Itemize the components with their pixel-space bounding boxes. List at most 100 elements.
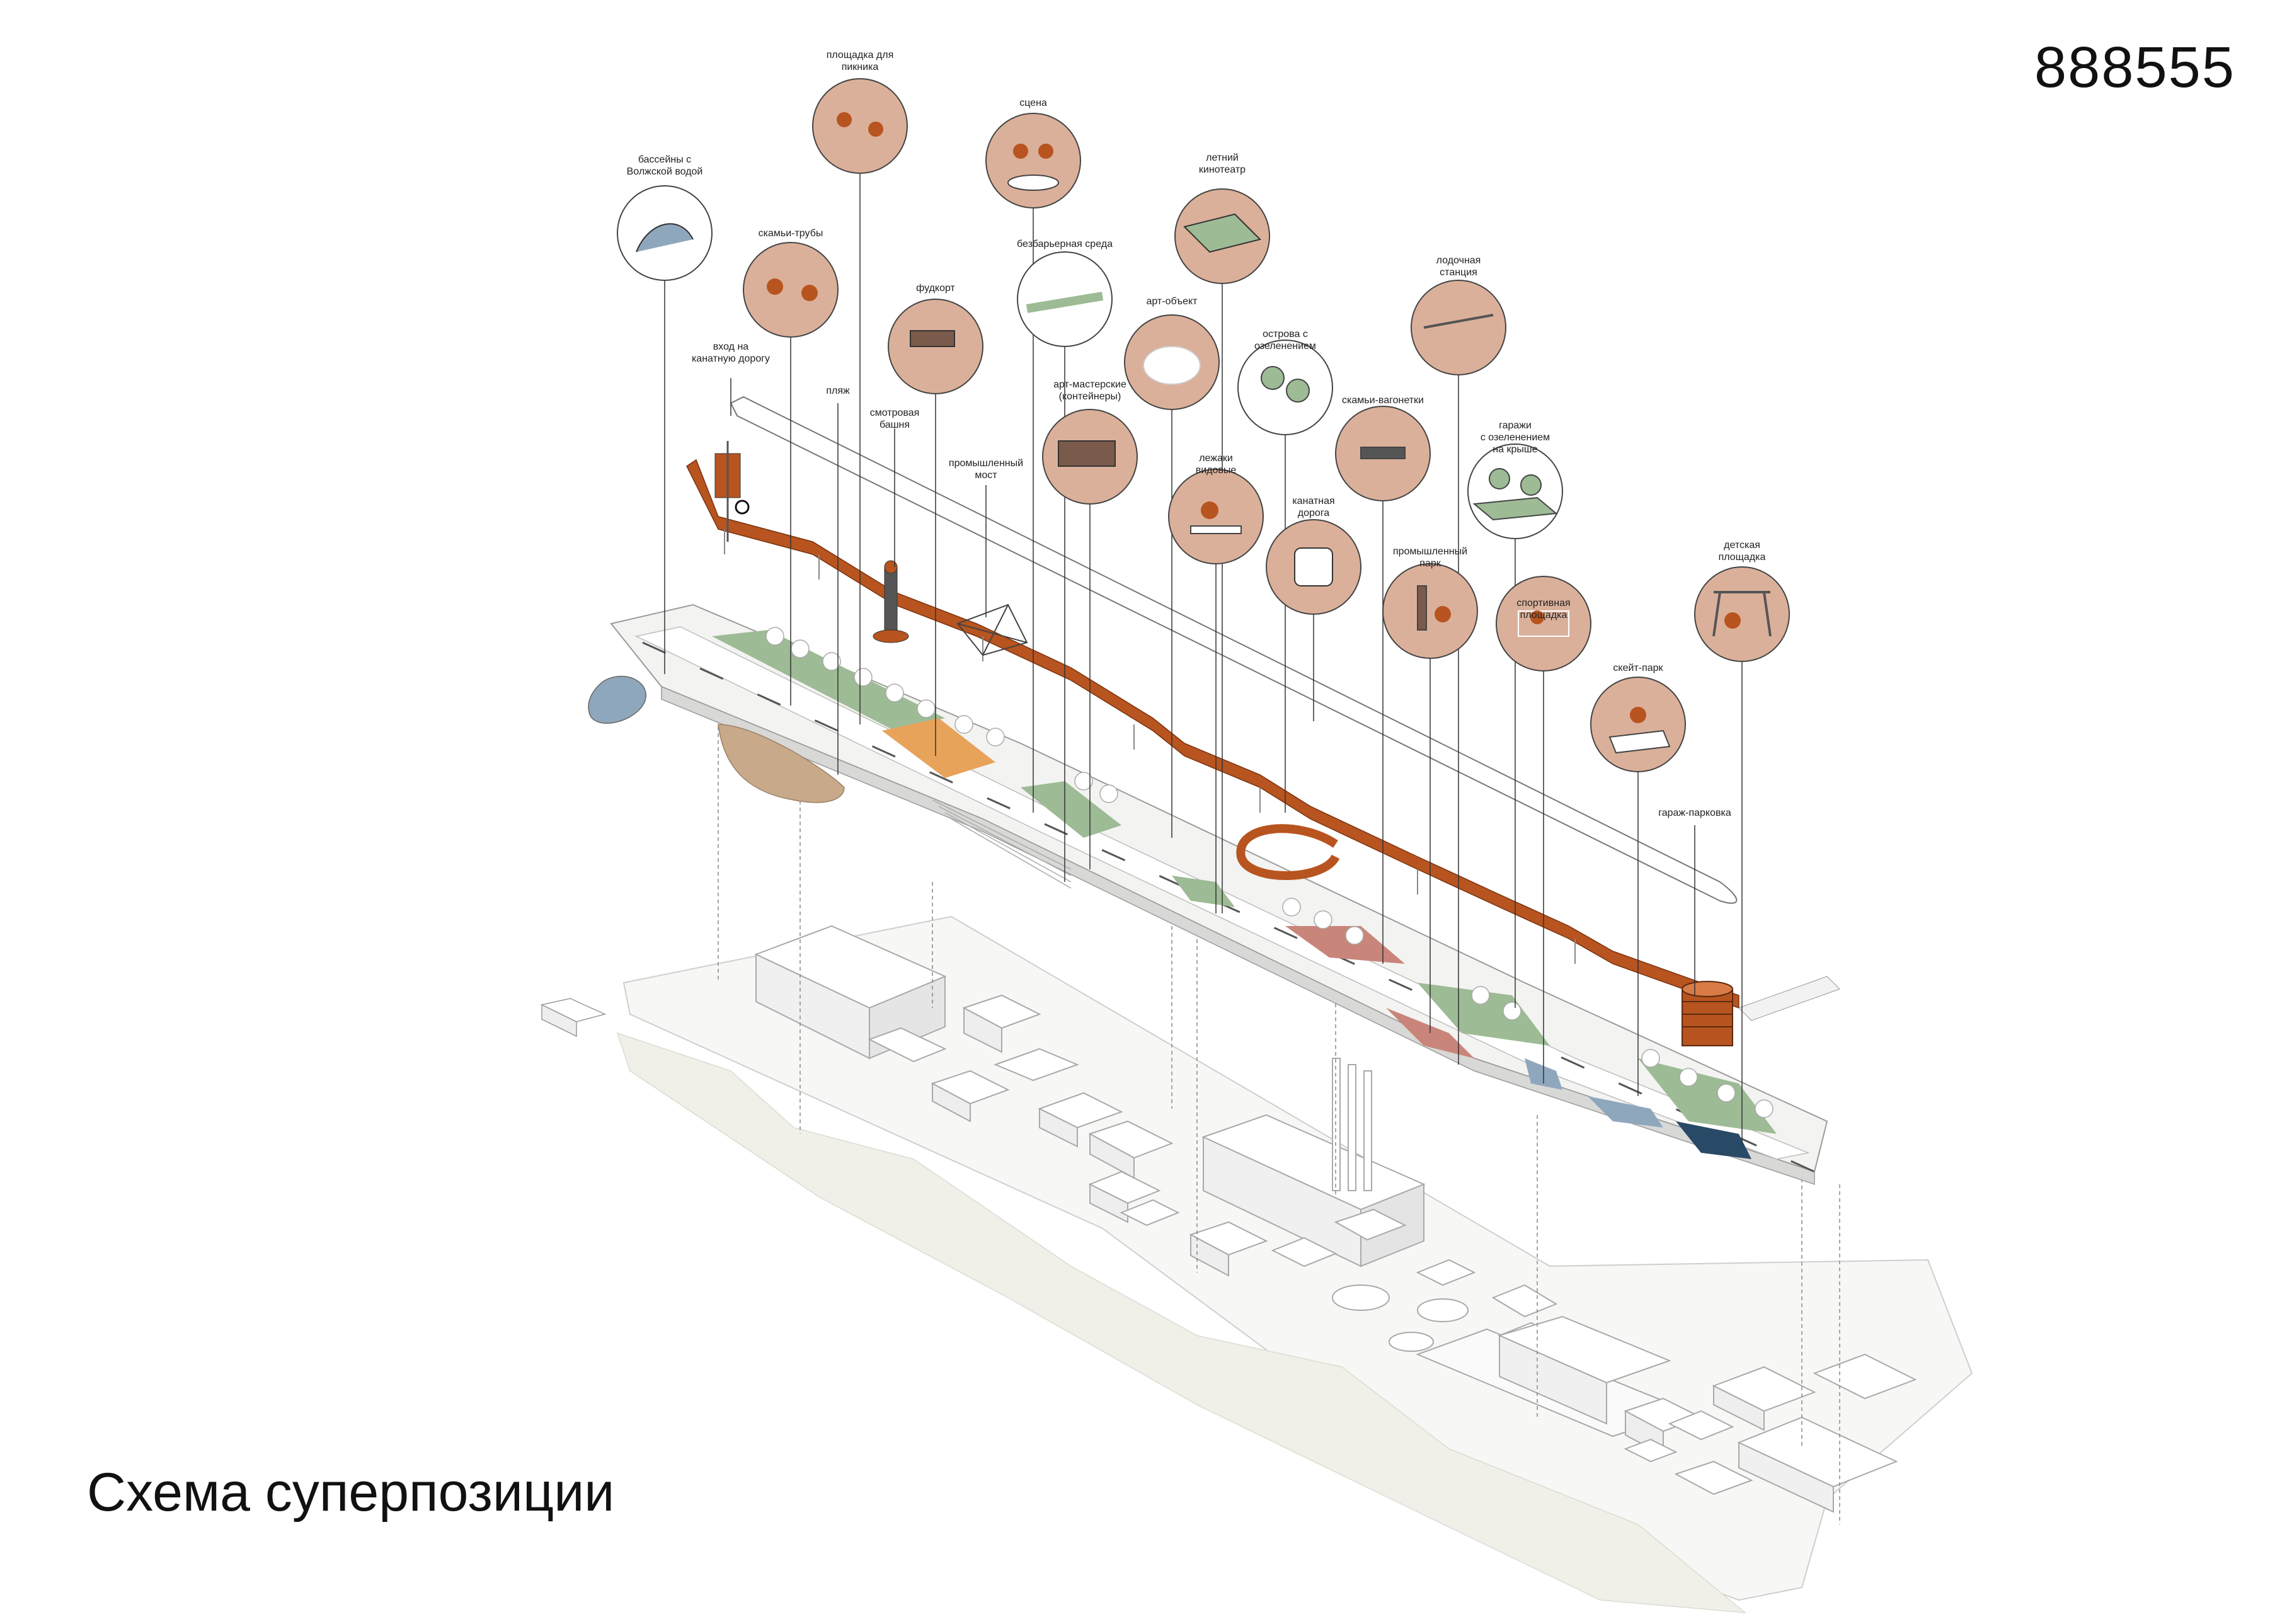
- entry-structure: [714, 441, 750, 542]
- chimney: [1332, 1058, 1341, 1191]
- bubble-skate: [1590, 677, 1686, 772]
- building: [1713, 1385, 1765, 1431]
- bubble-cinema: [1174, 188, 1270, 284]
- label-line: пляж: [826, 386, 850, 396]
- building: [1738, 1441, 1834, 1513]
- water-pool: [1676, 1121, 1751, 1159]
- label-line: лодочная: [1436, 255, 1481, 266]
- label-line: острова с: [1263, 329, 1308, 340]
- deck: [882, 718, 995, 778]
- diagram-title: Схема суперпозиции: [87, 1462, 615, 1523]
- label-line: фудкорт: [916, 283, 955, 294]
- building: [868, 1027, 947, 1063]
- building: [1039, 1107, 1078, 1148]
- tank: [1332, 1284, 1390, 1311]
- label-line: парк: [1419, 558, 1441, 569]
- label-line: спортивная: [1516, 598, 1570, 609]
- label-line: скамьи-вагонетки: [1342, 395, 1424, 406]
- label-line: канатная: [1292, 496, 1334, 506]
- bubble-indpark: [1382, 563, 1478, 659]
- beach-sand: [718, 724, 845, 803]
- label-tower: смотровая башня: [870, 408, 920, 430]
- label-benches_pipes: скамьи-трубы: [759, 228, 823, 239]
- building: [1271, 1237, 1338, 1267]
- label-parking: гараж-парковка: [1658, 808, 1731, 818]
- label-line: видовые: [1196, 465, 1237, 476]
- label-line: станция: [1440, 267, 1477, 278]
- label-line: вход на: [713, 341, 748, 352]
- label-line: бассейны с: [638, 154, 691, 165]
- building: [1499, 1334, 1607, 1425]
- building: [932, 1082, 971, 1123]
- green-zone: [1021, 781, 1121, 838]
- green-zone: [1285, 926, 1405, 964]
- bubble-wagons: [1335, 406, 1431, 501]
- label-beach: пляж: [826, 386, 850, 396]
- label-line: башня: [880, 420, 910, 430]
- trees: [765, 627, 1773, 1118]
- label-line: мост: [975, 470, 997, 481]
- label-line: сцена: [1019, 98, 1047, 108]
- green-zone: [1418, 983, 1550, 1046]
- tank: [1389, 1332, 1434, 1352]
- label-line: арт-объект: [1146, 296, 1198, 307]
- river-edge: [616, 1032, 1747, 1613]
- label-line: смотровая: [870, 408, 920, 418]
- bubbles: [617, 78, 1790, 772]
- green-zone: [1172, 876, 1235, 907]
- building: [1416, 1259, 1476, 1286]
- building: [1674, 1460, 1753, 1495]
- label-line: (контейнеры): [1059, 391, 1121, 402]
- bubble-boat: [1411, 280, 1506, 375]
- label-line: промышленный: [949, 458, 1023, 469]
- bubble-workshops: [1042, 409, 1138, 505]
- bubble-pools: [617, 185, 713, 281]
- building: [1491, 1284, 1558, 1318]
- stairs: [932, 799, 1072, 889]
- building: [1334, 1208, 1407, 1241]
- label-line: Волжской водой: [627, 166, 703, 177]
- label-stage: сцена: [1019, 98, 1047, 108]
- pool-water: [588, 675, 647, 724]
- label-line: с озеленением: [1481, 432, 1550, 443]
- leader-lines: [664, 173, 1743, 1147]
- label-foodcourt: фудкорт: [916, 283, 955, 294]
- label-line: скамьи-трубы: [759, 228, 823, 239]
- label-line: лежаки: [1199, 453, 1233, 464]
- bubble-kids: [1694, 566, 1790, 662]
- label-line: летний: [1206, 152, 1239, 163]
- building: [1624, 1438, 1678, 1463]
- building: [1190, 1233, 1229, 1277]
- bubble-picnic: [812, 78, 908, 174]
- building: [1089, 1183, 1128, 1223]
- label-line: на крыше: [1493, 444, 1537, 455]
- building: [1120, 1199, 1180, 1227]
- building: [1668, 1410, 1734, 1441]
- water-pool: [1588, 1096, 1663, 1128]
- bubble-garages: [1467, 443, 1563, 539]
- building: [994, 1048, 1079, 1082]
- label-skate: скейт-парк: [1613, 663, 1663, 673]
- cable-line: [730, 396, 1738, 904]
- label-line: площадка для: [827, 50, 894, 60]
- buildings: [754, 925, 1917, 1513]
- label-line: скейт-парк: [1613, 663, 1663, 673]
- observation-tower: [873, 560, 909, 643]
- label-line: канатную дорогу: [692, 353, 770, 364]
- bubble-foodcourt: [888, 299, 983, 394]
- bubble-stage: [985, 113, 1081, 209]
- project-code: 888555: [2034, 35, 2235, 100]
- tank: [1417, 1298, 1469, 1322]
